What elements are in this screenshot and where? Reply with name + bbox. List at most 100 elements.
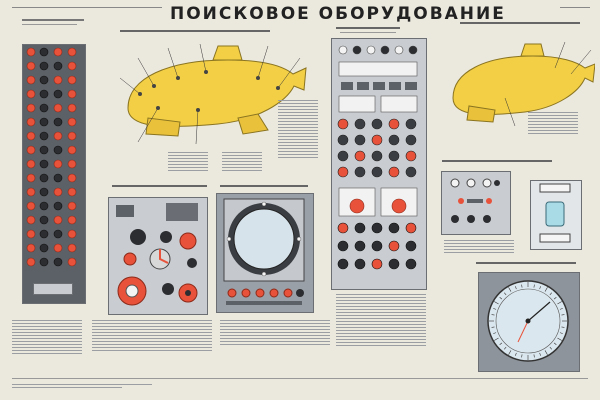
footer-fine-print: [12, 382, 588, 390]
left-panel-button: [39, 159, 49, 169]
left-panel-button: [67, 173, 77, 183]
center-lower-knob: [354, 222, 366, 234]
left-panel-button: [53, 243, 63, 253]
center-top-knob: [380, 45, 390, 55]
bottom-notes-center: [220, 318, 330, 347]
left-panel-button: [39, 201, 49, 211]
left-panel-button: [26, 159, 36, 169]
center-lower-knob: [354, 240, 366, 252]
left-panel-button: [53, 47, 63, 57]
gauge-tick: [499, 296, 503, 300]
left-panel-button: [39, 257, 49, 267]
gauge-tick: [494, 301, 499, 305]
center-panel-knob: [371, 134, 383, 146]
center-panel-knob: [405, 166, 417, 178]
left-panel-button: [39, 61, 49, 71]
center-panel-knob: [388, 166, 400, 178]
gauge-tick: [557, 301, 562, 305]
center-panel-knob: [371, 118, 383, 130]
submarine-left-caption: [120, 30, 270, 32]
submarine-right-caption: [460, 22, 580, 24]
left-panel-button: [39, 131, 49, 141]
left-panel-button: [53, 131, 63, 141]
gauge-tick: [544, 350, 548, 355]
gauge-tick: [549, 346, 553, 350]
left-panel-button: [67, 243, 77, 253]
center-top-knob: [408, 45, 418, 55]
gauge-tick: [521, 284, 523, 288]
sonar-display-details: [223, 198, 305, 305]
center-lower-knob: [405, 258, 417, 270]
gauge-tick: [553, 296, 557, 300]
legend-right-sub: [528, 110, 578, 136]
left-panel-button: [39, 89, 49, 99]
left-panel-button: [53, 201, 63, 211]
center-panel-knob: [388, 134, 400, 146]
left-panel-button: [39, 117, 49, 127]
left-panel-button: [39, 47, 49, 57]
submarine-right-diagram: [452, 41, 595, 127]
left-panel-button: [67, 229, 77, 239]
submarine-left-diagram: [119, 43, 307, 145]
center-lower-knob: [371, 222, 383, 234]
left-panel-button: [67, 117, 77, 127]
left-panel-button: [26, 103, 36, 113]
center-label-plate: [380, 95, 418, 113]
center-panel-knob: [405, 118, 417, 130]
left-panel-button: [39, 103, 49, 113]
center-label-plate: [338, 95, 376, 113]
gauge-tick: [559, 308, 563, 310]
sonar-screen-caption: [220, 185, 308, 187]
gauge-tick: [508, 350, 512, 355]
center-panel-knob: [337, 166, 349, 178]
left-panel-button: [39, 75, 49, 85]
center-panel-knob: [388, 118, 400, 130]
legend-small-panel: [444, 238, 514, 255]
left-panel-button: [67, 75, 77, 85]
gauge-tick: [491, 314, 495, 316]
left-panel-button: [26, 89, 36, 99]
center-lower-knob: [337, 240, 349, 252]
left-panel-button: [26, 47, 36, 57]
header-fine-print-right: [560, 7, 590, 8]
center-lower-knob: [405, 222, 417, 234]
left-panel-button: [26, 173, 36, 183]
gauge-tick: [561, 326, 565, 328]
left-panel-button: [26, 187, 36, 197]
small-right-panel-details: [450, 178, 500, 223]
left-panel-button: [67, 159, 77, 169]
gauge-tick: [515, 286, 517, 290]
left-panel-button: [67, 145, 77, 155]
left-panel-button: [53, 229, 63, 239]
footer-rule: [12, 378, 588, 379]
center-lower-knob: [354, 258, 366, 270]
poster-title: ПОИСКОВОЕ ОБОРУДОВАНИЕ: [170, 4, 506, 24]
center-switch: [357, 82, 369, 90]
left-panel-button: [39, 173, 49, 183]
left-panel-button: [67, 103, 77, 113]
center-panel-knob: [337, 150, 349, 162]
left-panel-button: [26, 145, 36, 155]
indicator-lamp-details: [539, 183, 571, 243]
left-panel-button: [67, 61, 77, 71]
left-panel-button: [26, 117, 36, 127]
left-label-rule-2: [22, 24, 77, 25]
center-panel-knob: [354, 166, 366, 178]
gauge-tick: [549, 292, 553, 296]
center-panel-knob: [371, 166, 383, 178]
left-panel-button: [53, 103, 63, 113]
left-label-rule: [22, 19, 84, 21]
gauge-tick: [539, 286, 541, 290]
center-switch: [341, 82, 353, 90]
center-top-knob: [352, 45, 362, 55]
left-panel-button: [53, 173, 63, 183]
gauge-tick: [494, 337, 499, 341]
left-panel-button: [26, 201, 36, 211]
gauge-tick: [521, 354, 523, 358]
left-panel-button: [53, 187, 63, 197]
center-panel-knob: [388, 150, 400, 162]
center-top-knob: [394, 45, 404, 55]
center-panel-caption: [336, 27, 400, 29]
center-panel-caption-2: [340, 32, 396, 33]
